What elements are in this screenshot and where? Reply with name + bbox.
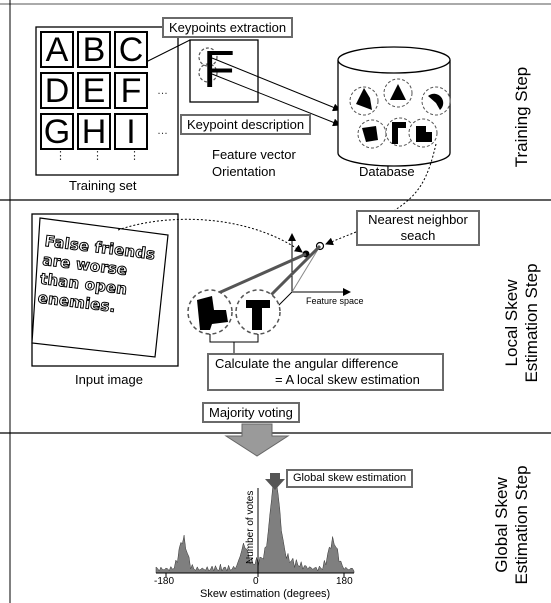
feature-space-label: Feature space — [306, 296, 364, 306]
dotted-db-to-nn — [394, 143, 437, 211]
letter-cell: B — [77, 31, 111, 68]
skewed-page — [31, 217, 169, 358]
xtick-label: 0 — [253, 576, 259, 587]
patch-bracket — [209, 334, 259, 343]
arrow-panel-to-db-2 — [211, 73, 341, 127]
ellipsis-down: ⋮ — [129, 150, 140, 162]
keypoint-circle-top — [198, 47, 218, 67]
keypoint-description-box: Keypoint description — [180, 114, 312, 135]
training-set-label: Training set — [69, 178, 137, 193]
input-image-label: Input image — [75, 372, 143, 387]
link-neighbor-to-patch2 — [264, 244, 322, 302]
arrow-panel-to-db-1 — [211, 57, 341, 112]
nearest-neighbor-line: seach — [400, 228, 436, 243]
single-letter: F — [203, 41, 235, 99]
nearest-neighbor-line: Nearest neighbor — [368, 212, 468, 227]
angular-line-1: Calculate the angular difference — [215, 356, 399, 371]
global-step-line: Global Skew — [492, 477, 511, 573]
xtick-label: -180 — [154, 576, 175, 587]
xtick-label: 180 — [336, 576, 353, 587]
hist-xlabel: Skew estimation (degrees) — [200, 588, 331, 600]
link-query-to-patch1 — [213, 252, 307, 297]
nearest-neighbor-box: Nearest neighbor seach — [356, 210, 480, 246]
letter-cell: I — [114, 113, 148, 150]
feature-axis-ghost — [291, 245, 321, 293]
local-step-label: Local Skew Estimation Step — [502, 253, 546, 393]
letter-cell: D — [40, 72, 74, 109]
global-estimation-box: Global skew estimation — [286, 469, 414, 488]
local-step-line: Local Skew — [502, 279, 521, 367]
training-step-label: Training Step — [512, 66, 531, 168]
arrow-nn-to-point — [325, 231, 357, 246]
ellipsis-down: ⋮ — [55, 150, 66, 162]
local-step-line: Estimation Step — [522, 263, 541, 383]
database-label: Database — [359, 164, 415, 179]
hist-ylabel: Number of votes — [245, 490, 256, 564]
ellipsis-right: … — [157, 125, 168, 137]
estimate-marker — [265, 473, 285, 490]
letter-cell: A — [40, 31, 74, 68]
majority-voting-box: Majority voting — [202, 402, 300, 423]
orientation-label: Orientation — [212, 164, 276, 179]
ellipsis-right: … — [157, 85, 168, 97]
histogram — [155, 475, 355, 574]
global-step-label: Global Skew Estimation Step — [492, 457, 536, 593]
histogram-area — [155, 475, 355, 574]
majority-arrow — [224, 423, 290, 457]
angular-line-2: = A local skew estimation — [275, 372, 420, 387]
dotted-input-to-feature — [117, 218, 303, 253]
letter-cell: C — [114, 31, 148, 68]
letter-cell: G — [40, 113, 74, 150]
keypoints-extraction-box: Keypoints extraction — [162, 17, 294, 38]
database-top — [337, 46, 451, 74]
ellipsis-down: ⋮ — [92, 150, 103, 162]
angular-difference-box: Calculate the angular difference = A loc… — [207, 353, 444, 391]
arrow-training-to-panel — [139, 39, 191, 66]
letter-cell: F — [114, 72, 148, 109]
global-step-line: Estimation Step — [512, 465, 531, 585]
skewed-text: False friends are worse than open enemie… — [36, 232, 165, 322]
letter-cell: H — [77, 113, 111, 150]
database-patches — [349, 78, 451, 149]
keypoint-circle-bottom — [198, 63, 218, 83]
feature-vector-label: Feature vector — [212, 147, 296, 162]
letter-cell: E — [77, 72, 111, 109]
